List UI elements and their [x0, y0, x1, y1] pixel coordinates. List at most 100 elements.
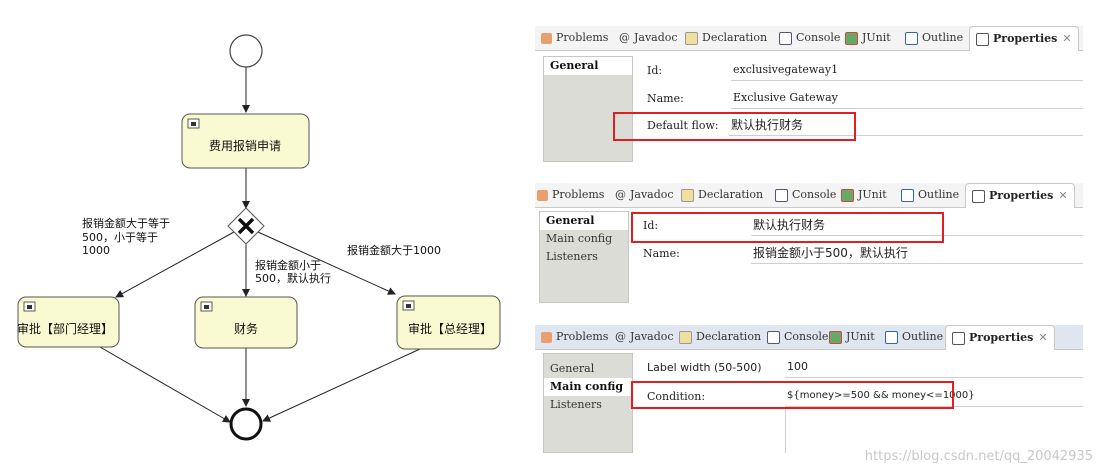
- tab-problems[interactable]: Problems: [541, 325, 608, 349]
- tab-problems[interactable]: Problems: [541, 26, 608, 50]
- name-label: Name:: [647, 92, 684, 105]
- tab-properties[interactable]: Properties ✕: [965, 183, 1075, 208]
- declaration-icon: [679, 330, 692, 344]
- console-icon: [767, 330, 780, 344]
- section-content: Label width (50-500) 100 Condition: ${mo…: [641, 353, 1083, 453]
- task-gm-label: 审批【总经理】: [408, 321, 492, 336]
- flow-right-label: 报销金额大于1000: [347, 243, 441, 257]
- tab-outline-label: Outline: [902, 330, 944, 343]
- flow-dept-to-end[interactable]: [99, 346, 231, 423]
- flow-left-label-line1: 报销金额大于等于: [82, 216, 170, 230]
- task-general-manager[interactable]: 审批【总经理】: [396, 295, 501, 350]
- task-apply[interactable]: 费用报销申请: [181, 113, 310, 169]
- close-icon[interactable]: ✕: [1062, 32, 1072, 45]
- tab-problems-label: Problems: [556, 31, 609, 44]
- tab-console[interactable]: Console: [775, 183, 836, 207]
- tab-outline[interactable]: Outline: [905, 26, 963, 50]
- name-field[interactable]: 报销金额小于500，默认执行: [751, 243, 1083, 264]
- tab-properties-label: Properties: [969, 331, 1034, 344]
- tab-outline-label: Outline: [922, 31, 964, 44]
- section-list: General Main config Listeners: [543, 353, 633, 453]
- at-icon: @: [615, 330, 626, 343]
- flow-left-label-line3: 1000: [82, 244, 110, 257]
- section-main-config[interactable]: Main config: [544, 378, 632, 396]
- end-event[interactable]: [229, 407, 263, 441]
- id-row: Id: 默认执行财务: [637, 215, 1083, 237]
- section-general[interactable]: General: [544, 57, 632, 75]
- tab-console[interactable]: Console: [767, 325, 828, 349]
- condition-label: Condition:: [647, 390, 706, 403]
- task-finance[interactable]: 财务: [194, 296, 298, 349]
- flow-gateway-to-gm[interactable]: [257, 231, 396, 295]
- close-icon[interactable]: ✕: [1038, 331, 1048, 344]
- section-listeners[interactable]: Listeners: [546, 250, 598, 263]
- view-tab-bar: Problems @ Javadoc Declaration Console J…: [535, 26, 1083, 51]
- tab-javadoc[interactable]: @ Javadoc: [615, 325, 674, 349]
- flow-left-label-line2: 500，小于等于: [82, 230, 158, 244]
- condition-field[interactable]: ${money>=500 && money<=1000}: [785, 386, 1083, 407]
- tab-declaration[interactable]: Declaration: [679, 325, 761, 349]
- tab-console[interactable]: Console: [779, 26, 840, 50]
- tab-outline-label: Outline: [918, 188, 960, 201]
- flow-gm-to-end[interactable]: [262, 348, 421, 422]
- tab-javadoc[interactable]: @ Javadoc: [619, 26, 678, 50]
- properties-icon: [952, 331, 965, 345]
- tab-outline[interactable]: Outline: [885, 325, 943, 349]
- flow-middle-label: 报销金额小于 500，默认执行: [255, 258, 331, 285]
- tab-properties-label: Properties: [993, 32, 1058, 45]
- task-dept-manager[interactable]: 审批【部门经理】: [17, 296, 120, 348]
- label-width-field[interactable]: 100: [785, 357, 1083, 378]
- at-icon: @: [619, 31, 630, 44]
- gateway-x-icon: [237, 217, 255, 235]
- name-row: Name: Exclusive Gateway: [641, 88, 1083, 110]
- id-field[interactable]: 默认执行财务: [751, 215, 1083, 236]
- watermark: https://blog.csdn.net/qq_20042935: [864, 449, 1093, 464]
- default-flow-field[interactable]: 默认执行财务: [729, 115, 1083, 136]
- close-icon[interactable]: ✕: [1058, 189, 1068, 202]
- junit-icon: [845, 31, 858, 45]
- default-flow-label: Default flow:: [647, 119, 719, 132]
- default-flow-row: Default flow: 默认执行财务: [641, 115, 1083, 137]
- name-field[interactable]: Exclusive Gateway: [731, 88, 1083, 109]
- start-event[interactable]: [229, 34, 263, 68]
- name-row: Name: 报销金额小于500，默认执行: [637, 243, 1083, 265]
- junit-icon: [841, 188, 854, 202]
- exclusive-gateway[interactable]: [227, 207, 265, 245]
- user-task-icon: [402, 300, 415, 311]
- tab-javadoc[interactable]: @ Javadoc: [615, 183, 674, 207]
- id-field[interactable]: exclusivegateway1: [731, 60, 1083, 81]
- tab-outline[interactable]: Outline: [901, 183, 959, 207]
- problems-icon: [541, 32, 552, 44]
- flow-gateway-to-dept[interactable]: [115, 231, 235, 298]
- junit-icon: [829, 330, 842, 344]
- section-general[interactable]: General: [550, 362, 595, 375]
- tab-junit[interactable]: JUnit: [841, 183, 887, 207]
- tab-problems-label: Problems: [552, 188, 605, 201]
- tab-javadoc-label: Javadoc: [630, 188, 674, 201]
- tab-properties[interactable]: Properties ✕: [945, 325, 1055, 350]
- tab-properties[interactable]: Properties ✕: [969, 26, 1079, 51]
- section-main-config[interactable]: Main config: [546, 232, 613, 245]
- tab-junit[interactable]: JUnit: [845, 26, 891, 50]
- section-listeners[interactable]: Listeners: [550, 398, 602, 411]
- declaration-icon: [685, 31, 698, 45]
- console-icon: [775, 188, 788, 202]
- properties-panel-gateway: Problems @ Javadoc Declaration Console J…: [535, 26, 1083, 162]
- tab-junit[interactable]: JUnit: [829, 325, 875, 349]
- user-task-icon: [200, 301, 213, 312]
- tab-javadoc-label: Javadoc: [634, 31, 678, 44]
- tab-declaration[interactable]: Declaration: [685, 26, 767, 50]
- tab-console-label: Console: [796, 31, 841, 44]
- id-label: Id:: [643, 219, 659, 232]
- tab-declaration[interactable]: Declaration: [681, 183, 763, 207]
- tab-junit-label: JUnit: [858, 188, 887, 201]
- task-finance-label: 财务: [234, 321, 258, 336]
- tab-problems[interactable]: Problems: [537, 183, 604, 207]
- outline-icon: [905, 31, 918, 45]
- flow-middle-label-line1: 报销金额小于: [255, 258, 321, 272]
- properties-icon: [972, 189, 985, 203]
- view-tab-bar: Problems @ Javadoc Declaration Console J…: [535, 183, 1083, 208]
- properties-icon: [976, 32, 989, 46]
- section-general[interactable]: General: [540, 212, 628, 230]
- id-row: Id: exclusivegateway1: [641, 60, 1083, 82]
